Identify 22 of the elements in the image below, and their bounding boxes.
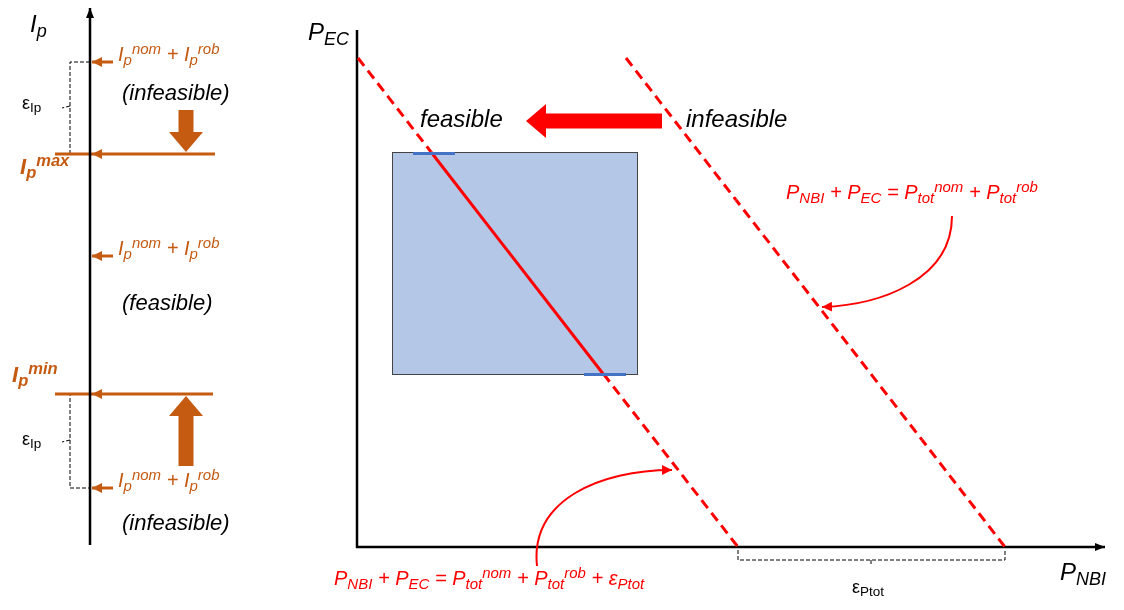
region-label: infeasible (686, 104, 788, 134)
curved-arrow (821, 215, 953, 312)
limit-line (55, 389, 213, 399)
dashed-constraint-line (603, 374, 740, 548)
vertical-axis (86, 8, 94, 545)
block-arrow (169, 110, 203, 152)
arrow (92, 57, 113, 67)
operating-region-box (392, 152, 638, 375)
curved-arrow (535, 465, 673, 567)
block-arrow (169, 396, 203, 466)
arrow (92, 251, 113, 261)
tolerance-label: ε$_{Ip}$ (22, 428, 42, 453)
constraint-equation: P$_{NBI}$ + P$_{EC}$ = P$_{tot}$$^{nom}$ + P$_{tot}$$^{rob}$ + ε$_{Ptot}$ (334, 566, 645, 591)
region-label: feasible (420, 104, 503, 134)
tolerance-label: ε$_{Ip}$ (22, 92, 42, 117)
tolerance-label: ε$_{Ptot}$ (852, 576, 885, 601)
axis-label: I$_{p}$ (30, 9, 47, 42)
axis-label: P$_{EC}$ (308, 17, 350, 50)
arrow (92, 483, 113, 493)
block-arrow (526, 104, 662, 138)
axis-label: P$_{NBI}$ (1060, 557, 1107, 590)
limit-line (55, 149, 215, 159)
